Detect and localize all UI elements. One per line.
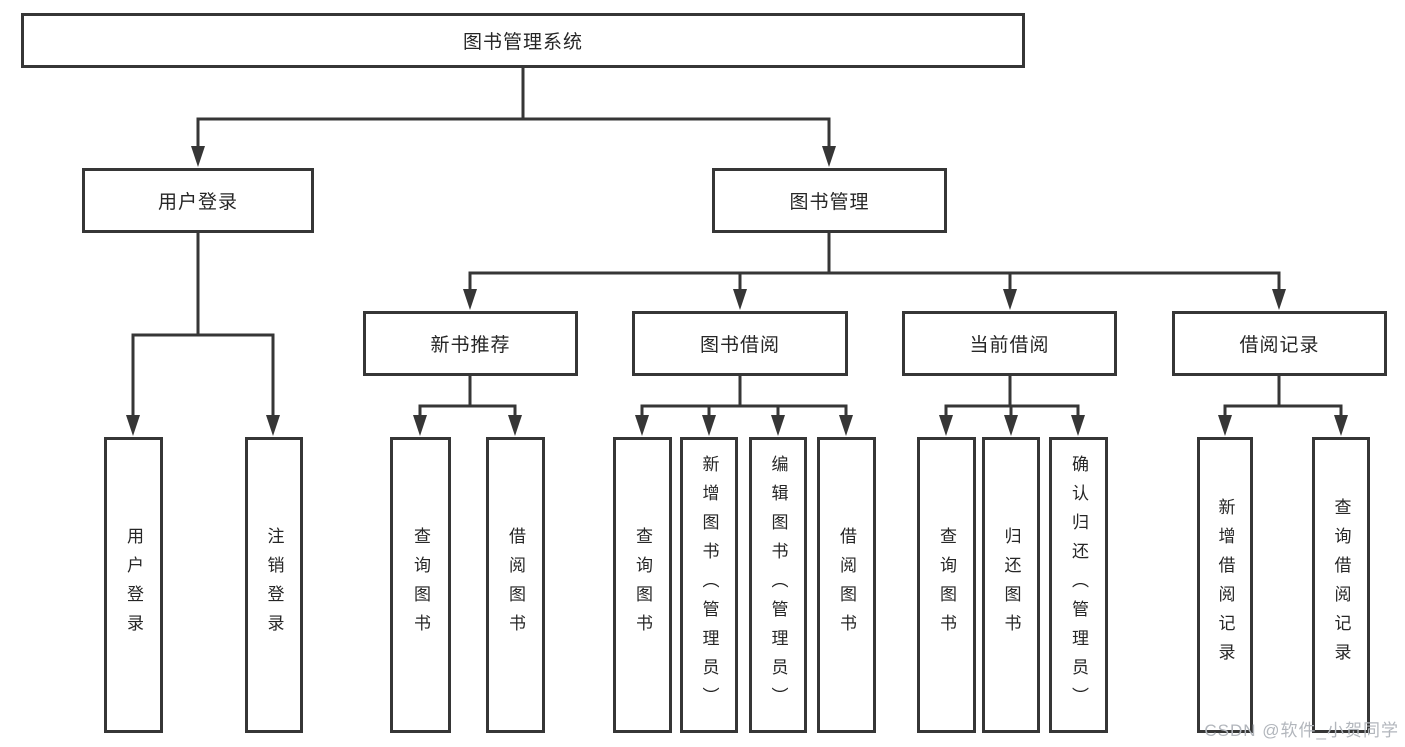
node-label: 借阅记录 (1239, 335, 1320, 356)
node-label: 新增图书（管理员） (699, 454, 719, 716)
node-label: 查询借阅记录 (1331, 498, 1351, 672)
connector-user-login-to-leaves (126, 233, 280, 436)
connector-borrow-records-to-leaves (1218, 376, 1348, 436)
leaf-borrow-books: 借阅图书 (486, 437, 545, 733)
node-label: 查询图书 (633, 527, 652, 643)
connector-book-borrow-to-leaves (635, 376, 853, 436)
node-label: 借阅图书 (837, 527, 856, 643)
node-borrow-records: 借阅记录 (1172, 311, 1387, 376)
leaf-query-books: 查询图书 (390, 437, 451, 733)
leaf-add-books-admin: 新增图书（管理员） (680, 437, 738, 733)
connector-new-book-rec-to-leaves (413, 376, 522, 436)
node-current-borrowing: 当前借阅 (902, 311, 1117, 376)
node-label: 查询图书 (937, 527, 956, 643)
leaf-logout: 注销登录 (245, 437, 303, 733)
node-label: 当前借阅 (969, 335, 1050, 356)
connector-book-mgmt-to-level3 (463, 233, 1286, 310)
leaf-borrow-books: 借阅图书 (817, 437, 876, 733)
node-label: 归还图书 (1001, 527, 1021, 643)
node-label: 用户登录 (124, 527, 143, 643)
leaf-edit-books-admin: 编辑图书（管理员） (749, 437, 807, 733)
leaf-add-borrow-record: 新增借阅记录 (1197, 437, 1253, 733)
node-new-book-recommend: 新书推荐 (363, 311, 578, 376)
leaf-query-books: 查询图书 (917, 437, 976, 733)
connector-root-to-level2 (191, 68, 836, 167)
node-book-management: 图书管理 (712, 168, 947, 233)
node-root-system: 图书管理系统 (21, 13, 1025, 68)
node-label: 图书管理系统 (462, 32, 583, 53)
node-label: 图书管理 (789, 192, 870, 213)
node-label: 借阅图书 (506, 527, 525, 643)
leaf-confirm-return-admin: 确认归还（管理员） (1049, 437, 1108, 733)
leaf-return-books: 归还图书 (982, 437, 1040, 733)
node-user-login: 用户登录 (82, 168, 314, 233)
node-book-borrowing: 图书借阅 (632, 311, 848, 376)
connector-current-borrow-to-leaves (939, 376, 1085, 436)
node-label: 新书推荐 (430, 335, 511, 356)
node-label: 查询图书 (411, 527, 430, 643)
leaf-user-login: 用户登录 (104, 437, 163, 733)
node-label: 注销登录 (264, 527, 284, 643)
csdn-watermark: CSDN @软件_小贺同学 (1204, 721, 1399, 740)
node-label: 用户登录 (157, 192, 238, 213)
node-label: 图书借阅 (699, 335, 780, 356)
node-label: 编辑图书（管理员） (768, 454, 788, 716)
leaf-query-books: 查询图书 (613, 437, 672, 733)
node-label: 确认归还（管理员） (1069, 454, 1088, 716)
leaf-query-borrow-record: 查询借阅记录 (1312, 437, 1370, 733)
node-label: 新增借阅记录 (1215, 498, 1235, 672)
